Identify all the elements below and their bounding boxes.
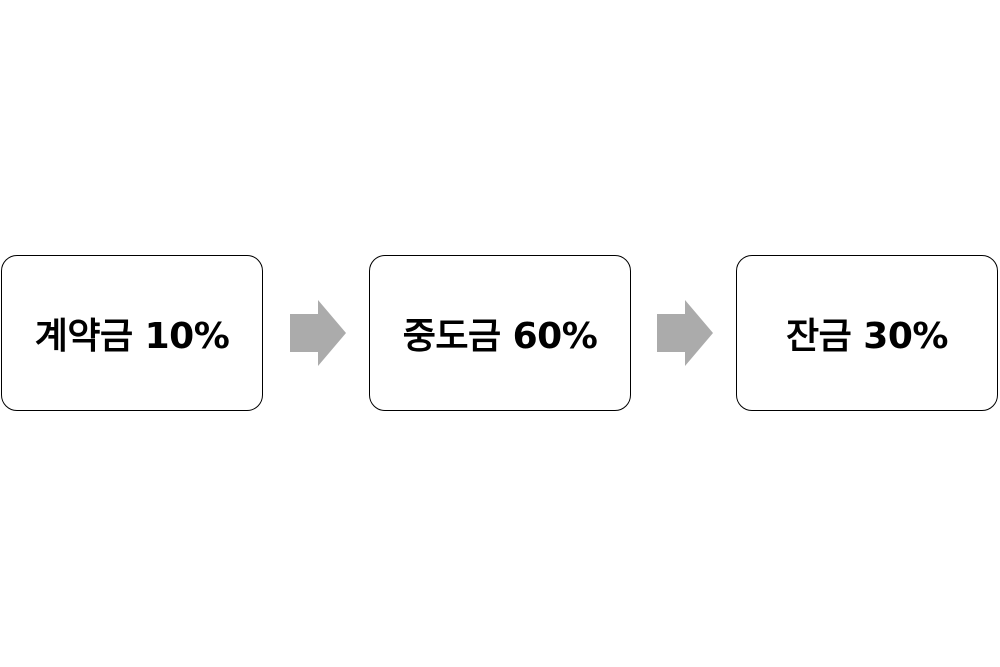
step-box-balance: 잔금 30% xyxy=(736,255,998,411)
step-label-balance: 잔금 30% xyxy=(786,316,948,357)
step-label-interim: 중도금 60% xyxy=(402,316,598,357)
step-box-interim: 중도금 60% xyxy=(369,255,631,411)
right-arrow-icon xyxy=(290,300,346,366)
right-arrow-icon xyxy=(657,300,713,366)
step-box-deposit: 계약금 10% xyxy=(1,255,263,411)
step-label-deposit: 계약금 10% xyxy=(34,316,230,357)
